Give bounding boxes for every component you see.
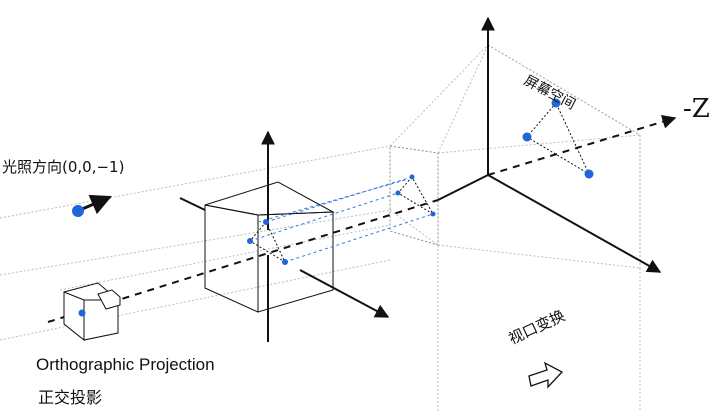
cube-axes xyxy=(179,130,390,342)
negative-z-axis-label: -Z xyxy=(683,94,710,124)
z-axis xyxy=(47,114,677,323)
near-vertex xyxy=(395,190,401,196)
near-plane xyxy=(389,145,439,246)
vertices xyxy=(247,98,594,265)
orthographic-projection-zh-label: 正交投影 xyxy=(38,388,103,407)
near-triangle xyxy=(397,176,435,216)
hollow-right-arrow-icon xyxy=(528,361,564,389)
cube-triangle xyxy=(249,221,287,264)
screen-vertex xyxy=(551,98,561,108)
near-vertex xyxy=(430,211,436,217)
orthographic-projection-label: Orthographic Projection xyxy=(36,355,215,374)
screen-plane xyxy=(487,44,641,268)
screen-triangle xyxy=(526,102,591,176)
screen-vertex xyxy=(584,169,594,179)
cube-vertex xyxy=(247,238,253,244)
cube-vertex xyxy=(282,259,288,265)
camera-icon xyxy=(63,282,121,342)
light-source-icon xyxy=(72,194,112,217)
projection-lines xyxy=(249,176,434,263)
screen-vertex xyxy=(522,132,532,142)
view-volume-cube xyxy=(204,181,335,313)
light-direction-label: 光照方向(0,0,−1) xyxy=(2,158,125,176)
screen-axes xyxy=(481,16,662,273)
near-vertex xyxy=(409,174,415,180)
cube-vertex xyxy=(263,219,269,225)
